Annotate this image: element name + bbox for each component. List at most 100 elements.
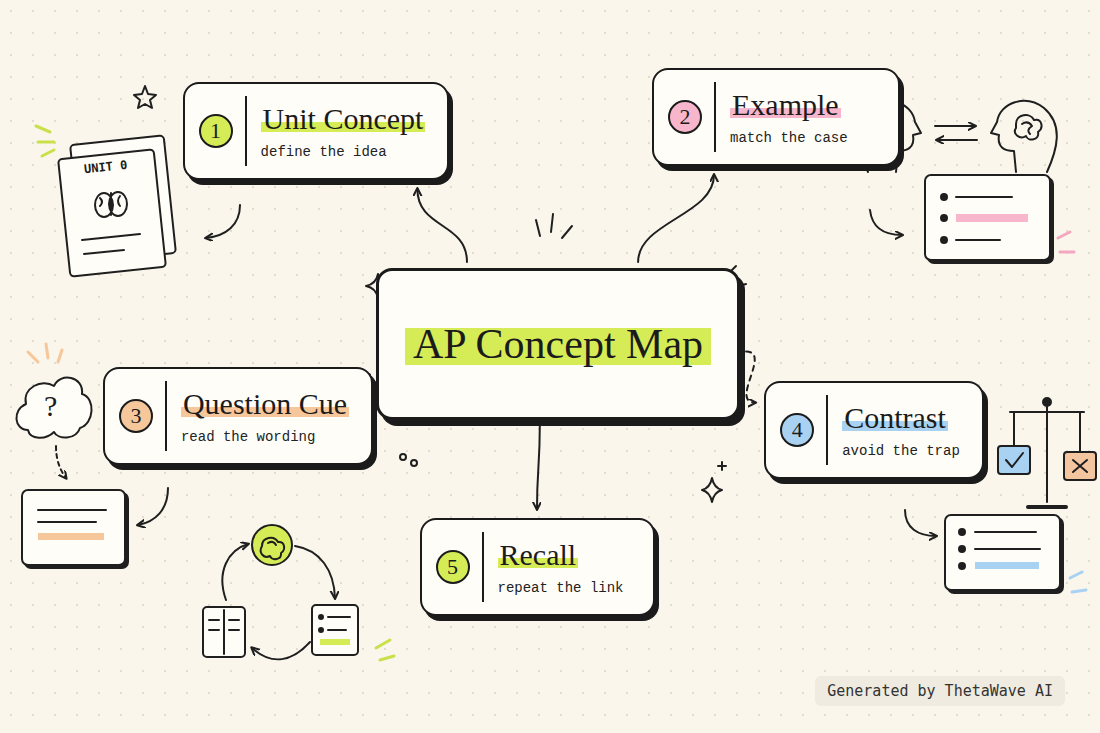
example-card-part [941, 194, 947, 200]
step-text-column: Question Cue read the wording [165, 381, 349, 451]
question-card-part [38, 509, 106, 511]
step-subtitle: match the case [730, 130, 848, 146]
contrast-arrow-part [905, 510, 936, 536]
unit-arrow [206, 205, 240, 238]
example-card-part [956, 239, 1000, 241]
step-subtitle: define the idea [261, 144, 426, 160]
step-box: 4 Contrast avoid the trap [764, 381, 984, 479]
step-box: 1 Unit Conceptdefine the idea [183, 82, 450, 180]
watermark: Generated by ThetaWave AI [815, 676, 1065, 706]
sparkles [366, 214, 746, 502]
heads-icon-part [1015, 115, 1042, 139]
unit-pages [58, 135, 176, 276]
scale-icon-part [998, 446, 1030, 474]
step-subtitle: read the wording [181, 429, 349, 445]
step-title: Example [730, 88, 841, 122]
contrast-card-part [959, 529, 965, 535]
central-topic-box: AP Concept Map [376, 268, 740, 420]
question-cloud-part [16, 378, 91, 438]
title-row: Contrast [842, 401, 960, 435]
step-number-circle: 1 [199, 114, 233, 148]
step-number-circle: 3 [119, 399, 153, 433]
cloud-arrow [56, 446, 66, 478]
step-text-column: Recall repeat the link [482, 532, 624, 602]
unit-pages-part [82, 234, 140, 240]
question-mark: ? [44, 389, 57, 423]
scale-icon-part [1046, 402, 1048, 502]
connector-arrow [746, 352, 755, 403]
step-subtitle: repeat the link [498, 580, 624, 596]
recall-cycle-part [203, 607, 245, 657]
contrast-card-part [945, 515, 1060, 590]
step-number-circle: 2 [668, 100, 702, 134]
question-card [22, 490, 128, 568]
orange-dashes-part [58, 350, 62, 362]
contrast-card-part [975, 562, 1039, 569]
example-card-part [956, 196, 1012, 198]
pink-dashes [1058, 232, 1074, 252]
heads-icon-part [937, 139, 977, 141]
sparkles-part [702, 478, 722, 502]
question-card-part [22, 490, 125, 565]
recall-cycle-part [223, 610, 225, 654]
question-cloud [16, 378, 91, 438]
step-box: 3 Question Cue read the wording [103, 367, 373, 465]
scale-icon-part [1064, 452, 1096, 480]
scale-icon-part [1073, 460, 1087, 472]
green-dashes [36, 126, 54, 156]
title-row: Example [730, 88, 848, 122]
sparkles-part [551, 214, 553, 232]
lime-dashes-part [380, 656, 394, 660]
recall-cycle-part [252, 642, 310, 659]
sparkles-part [411, 460, 417, 466]
step-number-circle: 4 [780, 413, 814, 447]
sparkles-part [536, 220, 540, 236]
step-subtitle: avoid the trap [842, 443, 960, 459]
step-number: 2 [680, 106, 691, 128]
step-text-column: Example match the case [714, 82, 848, 152]
blue-dashes [1070, 572, 1086, 592]
title-row: Question Cue [181, 387, 349, 421]
blue-dashes-part [1072, 590, 1086, 592]
unit-arrow-part [206, 205, 240, 238]
step-number: 5 [447, 556, 458, 578]
step-box: 2 Example match the case [652, 68, 900, 166]
contrast-card-part [975, 531, 1036, 533]
recall-cycle-part [328, 629, 346, 631]
pink-dashes-part [1060, 251, 1074, 254]
contrast-card-part [959, 563, 965, 569]
scale-icon-part [1006, 453, 1023, 467]
contrast-card-part [959, 546, 965, 552]
sparkles-part [718, 462, 726, 470]
scale-icon-part [1010, 411, 1084, 413]
recall-cycle-part [312, 605, 358, 655]
lime-dashes-part [376, 640, 390, 648]
contrast-card-part [975, 548, 1040, 550]
step-title: Recall [498, 538, 579, 572]
connector-arrow [417, 189, 467, 262]
scale-icon-part [1013, 412, 1015, 446]
recall-cycle-part [319, 628, 323, 632]
contrast-arrow [905, 510, 936, 536]
question-card-part [38, 521, 96, 523]
title-row: Recall [498, 538, 624, 572]
heads-icon-part [935, 125, 975, 127]
question-card-part [38, 533, 104, 540]
contrast-card [945, 515, 1063, 593]
scale-icon [998, 398, 1096, 507]
green-dashes-part [38, 141, 54, 144]
heads-icon-part [991, 101, 1057, 172]
sparkles-part [562, 226, 572, 238]
step-title: Contrast [842, 401, 948, 435]
step-text-column: Unit Conceptdefine the idea [245, 96, 426, 166]
step-number: 3 [130, 405, 141, 427]
recall-cycle [203, 525, 358, 659]
step-text-column: Contrast avoid the trap [826, 395, 960, 465]
unit-pages-part [58, 149, 166, 276]
cloud-arrow-part [56, 446, 66, 478]
step-box: 5 Recall repeat the link [420, 518, 655, 616]
recall-cycle-part [261, 538, 284, 559]
connector-arrow [537, 426, 540, 509]
central-title: AP Concept Map [405, 318, 711, 370]
